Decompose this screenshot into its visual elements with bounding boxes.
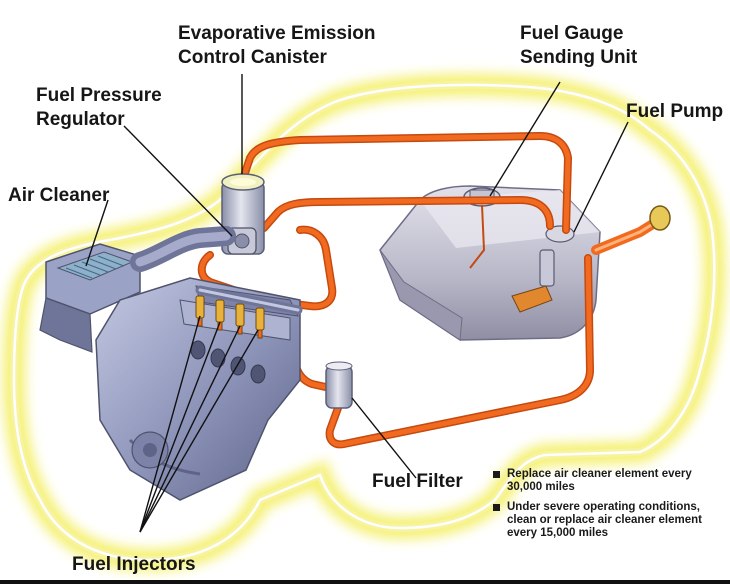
label-air-cleaner: Air Cleaner xyxy=(8,185,110,206)
maintenance-notes: Replace air cleaner element every 30,000… xyxy=(493,468,725,547)
label-evap-canister-line1: Evaporative Emission xyxy=(178,23,376,44)
label-fuel-gauge-line1: Fuel Gauge xyxy=(520,23,624,44)
air-cleaner xyxy=(39,226,236,353)
label-fuel-pressure: Fuel Pressure Regulator xyxy=(36,84,162,132)
label-fuel-injectors: Fuel Injectors xyxy=(72,554,196,575)
leader-lines xyxy=(85,74,629,533)
fuel-rail xyxy=(195,285,303,315)
fuel-injectors xyxy=(195,295,265,339)
label-evap-canister-line2: Control Canister xyxy=(178,47,327,68)
label-fuel-pressure-line1: Fuel Pressure xyxy=(36,85,162,106)
label-evap-canister: Evaporative Emission Control Canister xyxy=(178,22,375,70)
car-outline xyxy=(2,73,726,572)
filler-neck xyxy=(591,205,671,255)
bottom-rule xyxy=(0,580,730,584)
note-item: Replace air cleaner element every 30,000… xyxy=(493,468,725,494)
note-item: Under severe operating conditions, clean… xyxy=(493,501,725,540)
label-fuel-pressure-line2: Regulator xyxy=(36,109,125,130)
fuel-lines xyxy=(197,132,594,449)
label-fuel-gauge: Fuel Gauge Sending Unit xyxy=(520,22,637,70)
label-fuel-filter: Fuel Filter xyxy=(372,471,463,492)
fuel-filter xyxy=(325,361,353,409)
label-fuel-gauge-line2: Sending Unit xyxy=(520,47,638,68)
label-fuel-pump: Fuel Pump xyxy=(626,101,724,122)
